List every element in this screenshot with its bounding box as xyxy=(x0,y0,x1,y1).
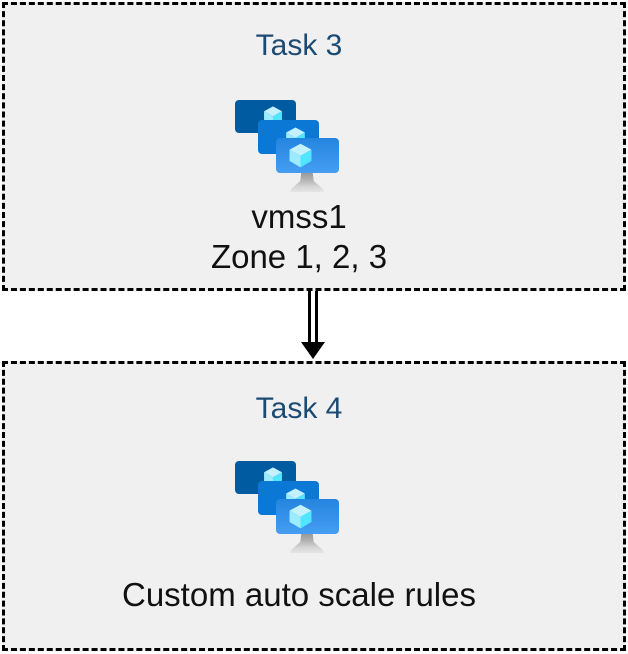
vmss-name-label: vmss1 xyxy=(251,198,347,235)
task4-box: Task 4 xyxy=(2,361,626,651)
task4-title: Task 4 xyxy=(255,392,343,425)
monitor-front-icon xyxy=(276,138,339,173)
task3-caption: vmss1 Zone 1, 2, 3 xyxy=(5,197,593,277)
arrow-line-right xyxy=(315,291,318,343)
monitor-stand-icon xyxy=(290,171,324,192)
task3-box: Task 3 xyxy=(2,2,626,291)
monitor-stand-icon xyxy=(290,532,324,553)
down-arrow-connector xyxy=(296,291,330,361)
vm-scale-sets-icon xyxy=(235,100,339,193)
cube-icon xyxy=(289,504,312,529)
autoscale-rules-label: Custom auto scale rules xyxy=(122,576,476,613)
zone-label: Zone 1, 2, 3 xyxy=(210,238,388,275)
task3-title: Task 3 xyxy=(255,29,343,62)
arrowhead-icon xyxy=(301,342,325,359)
cube-icon xyxy=(289,143,312,168)
task4-caption: Custom auto scale rules xyxy=(5,575,593,615)
arrow-line-left xyxy=(308,291,311,343)
monitor-front-icon xyxy=(276,499,339,534)
vm-scale-sets-icon xyxy=(235,461,339,554)
